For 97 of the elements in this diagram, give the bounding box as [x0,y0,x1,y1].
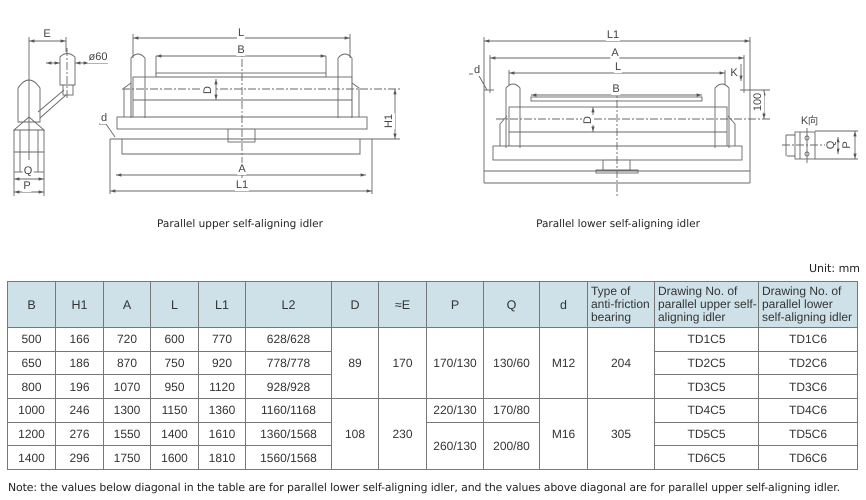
header-cell: ≈E [378,282,426,328]
figure-caption: Parallel lower self-aligning idler [536,218,700,230]
dimension-label: A [610,47,620,59]
dimension-label: 100 [752,92,764,112]
table-cell: 1200 [8,422,56,446]
table-cell: 1750 [104,446,150,470]
header-cell: D [332,282,378,328]
header-cell: Q [484,282,540,328]
dimension-label: L [236,27,246,39]
dimension-label: L1 [606,29,620,41]
dimension-label: E [42,28,52,40]
table-cell: 89 [332,328,378,399]
table-cell: 1400 [8,446,56,470]
unit-label: Unit: mm [808,262,860,275]
table-cell: 628/628 [246,328,332,352]
header-cell: L1 [198,282,246,328]
table-cell: 220/130 [426,398,484,422]
header-cell: A [104,282,150,328]
dimension-label: D [202,85,214,95]
table-cell: 950 [150,374,198,399]
table-cell: 305 [588,398,654,470]
table-cell: 1550 [104,422,150,446]
dimension-label: Q [825,140,837,150]
table-cell: 770 [198,328,246,352]
table-cell: 246 [56,398,104,422]
table-cell: 204 [588,328,654,399]
table-cell: 1610 [198,422,246,446]
table-cell: 1160/1168 [246,398,332,422]
dimension-label: B [236,44,246,56]
note-text: Note: the values below diagonal in the table are for parallel lower self-aligning idler, and the values above diagonal are for parallel upper self-aligning idler. [8,481,840,494]
table-cell: TD2C5 [654,351,758,375]
dimension-label: L [614,61,622,73]
header-cell: B [8,282,56,328]
table-cell: 1120 [198,374,246,399]
dimension-label: P [841,140,853,150]
table-cell: 170/130 [426,328,484,399]
dimension-label: P [22,180,32,192]
table-cell: 1400 [150,422,198,446]
table-cell: TD2C6 [758,351,858,375]
table-cell: TD6C6 [758,446,858,470]
table-cell: 1000 [8,398,56,422]
table-cell: 600 [150,328,198,352]
header-cell: L [150,282,198,328]
dimension-label: B [611,83,621,95]
header-cell: P [426,282,484,328]
table-cell: 720 [104,328,150,352]
table-cell: 870 [104,351,150,375]
table-cell: 650 [8,351,56,375]
table-cell: 130/60 [484,328,540,399]
dimension-label: d [472,64,482,76]
table-cell: 1600 [150,446,198,470]
dimension-label: A [237,163,247,175]
table-cell: TD1C6 [758,328,858,352]
header-cell: H1 [56,282,104,328]
dimension-label: H1 [383,112,395,130]
dimension-label: L1 [234,179,250,191]
header-cell: Type of anti-friction bearing [588,282,654,328]
header-cell: L2 [246,282,332,328]
header-cell: Drawing No. of parallel lower self-aligning idler [758,282,858,328]
dimension-label: Q [22,165,34,177]
table-cell: TD5C6 [758,422,858,446]
table-cell: 296 [56,446,104,470]
table-cell: 1300 [104,398,150,422]
figure-caption: Parallel upper self-aligning idler [157,218,323,230]
table-cell: 260/130 [426,422,484,470]
table-cell: M16 [540,398,588,470]
table-cell: TD4C6 [758,398,858,422]
dimension-label: d [100,112,108,124]
table-cell: TD1C5 [654,328,758,352]
table-cell: 276 [56,422,104,446]
table-cell: 186 [56,351,104,375]
table-cell: TD3C6 [758,374,858,399]
table-cell: 1810 [198,446,246,470]
table-cell: TD3C5 [654,374,758,399]
dimension-label: K向 [800,115,820,127]
table-cell: TD6C5 [654,446,758,470]
table-cell: 1150 [150,398,198,422]
table-cell: TD5C5 [654,422,758,446]
dimension-label: ø60 [88,51,108,63]
table-cell: 1070 [104,374,150,399]
table-cell: 170 [378,328,426,399]
table-cell: M12 [540,328,588,399]
dimension-label: K [729,67,739,79]
table-cell: TD4C5 [654,398,758,422]
table-cell: 230 [378,398,426,470]
table-cell: 750 [150,351,198,375]
table-cell: 108 [332,398,378,470]
table-cell: 170/80 [484,398,540,422]
table-cell: 500 [8,328,56,352]
dimension-label: D [582,115,594,125]
table-cell: 166 [56,328,104,352]
table-cell: 196 [56,374,104,399]
header-cell: d [540,282,588,328]
header-cell: Drawing No. of parallel upper self-aligning idler [654,282,758,328]
table-cell: 920 [198,351,246,375]
table-cell: 800 [8,374,56,399]
table-cell: 1360 [198,398,246,422]
